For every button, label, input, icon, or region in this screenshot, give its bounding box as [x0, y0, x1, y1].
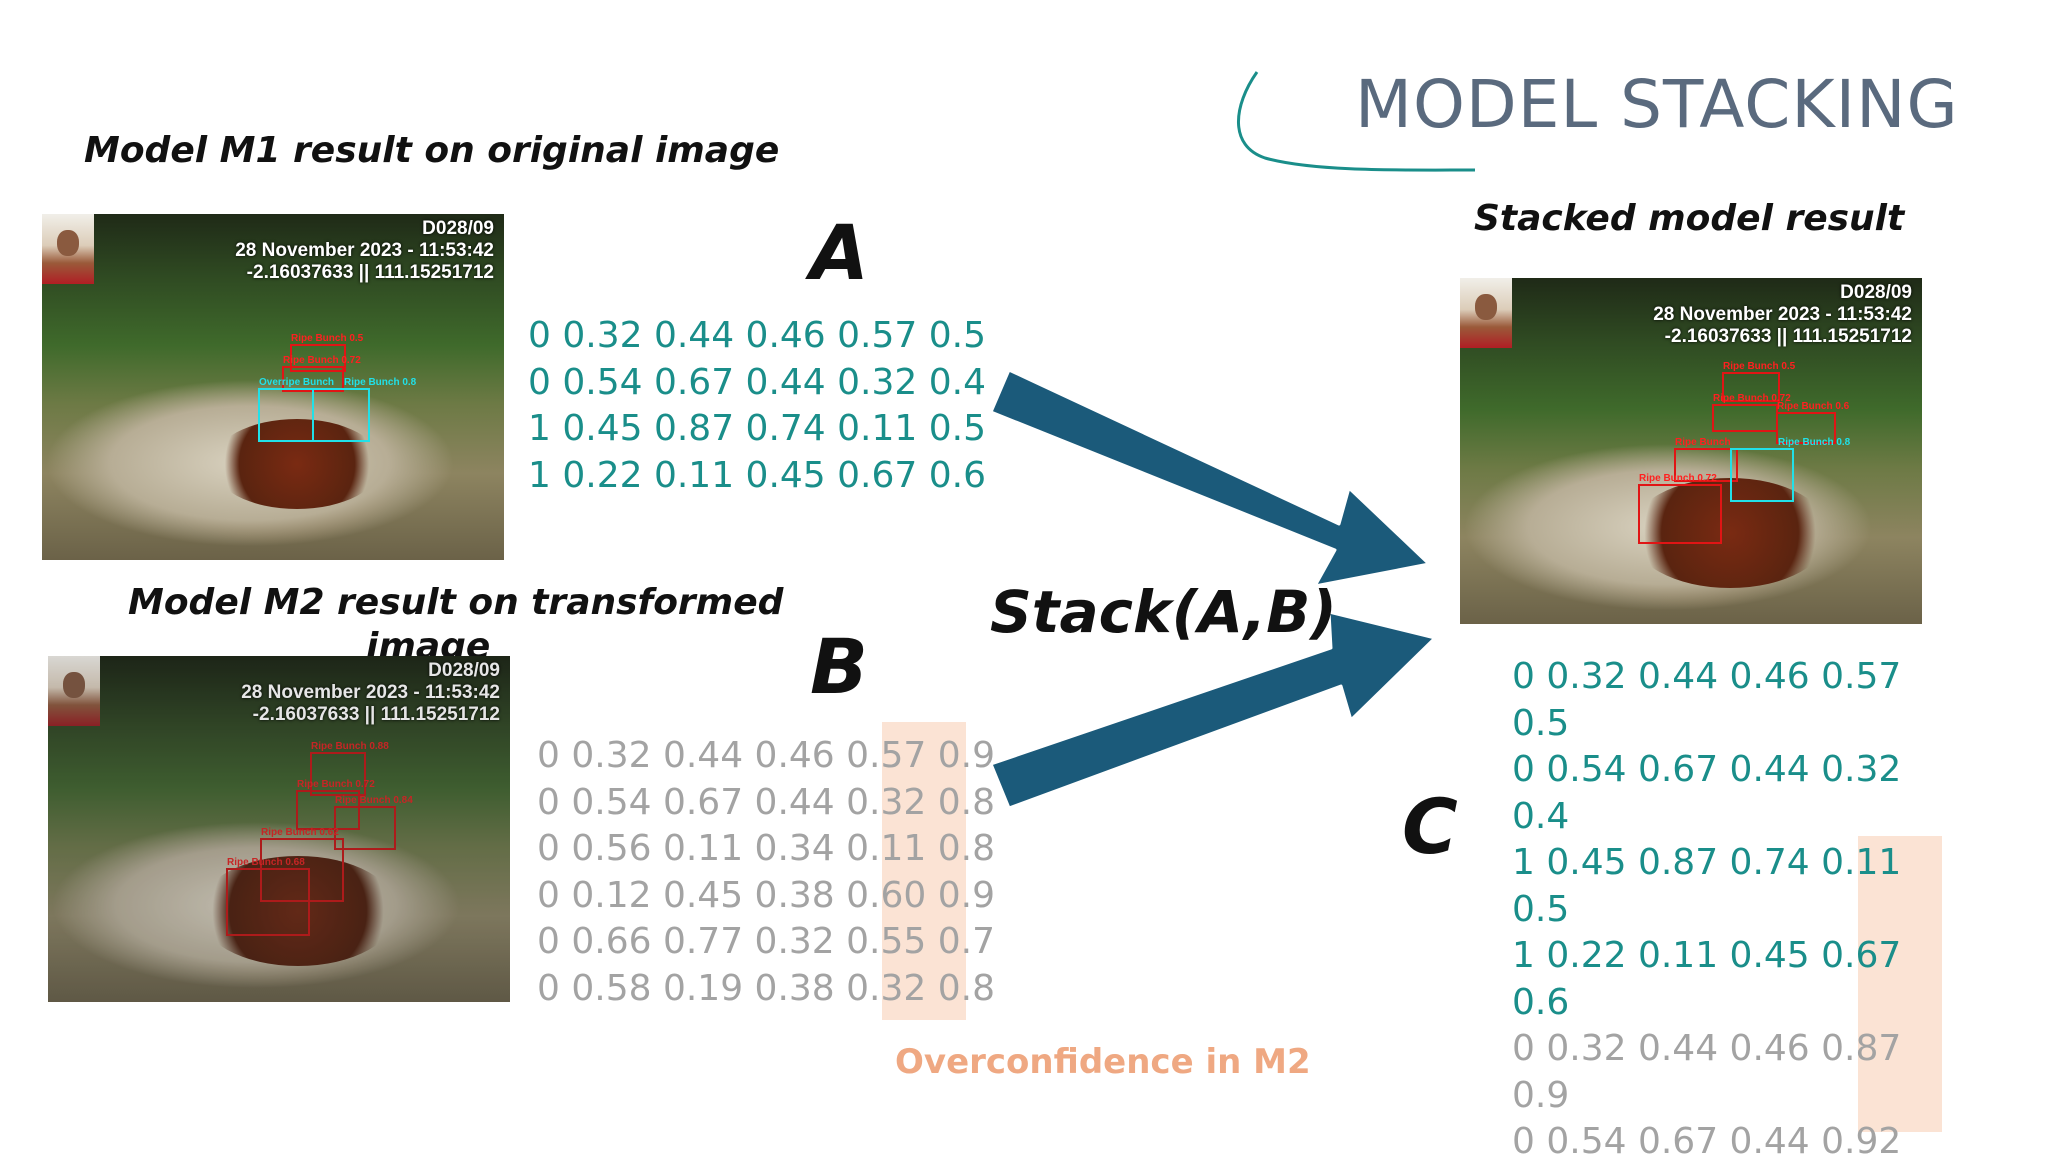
detection-box: Ripe Bunch 0.72: [1712, 393, 1791, 432]
stamp-id: D028/09: [1840, 282, 1912, 303]
matrix-b-row: 0 0.58 0.19 0.38 0.32 0.8: [537, 967, 995, 1009]
matrix-c-row: 0 0.54 0.67 0.44 0.32: [1512, 749, 1902, 790]
detection-box: Ripe Bunch 0.8: [1730, 437, 1850, 502]
stacked-result-photo: D028/09 28 November 2023 - 11:53:42 -2.1…: [1460, 278, 1922, 624]
stamp-coords: -2.16037633 || 111.15251712: [1664, 326, 1912, 347]
detection-box: Ripe Bunch 0.72: [296, 779, 375, 830]
m2-result-photo: D028/09 28 November 2023 - 11:53:42 -2.1…: [48, 656, 510, 1002]
matrix-c-row: 0 0.32 0.44 0.46 0.87: [1512, 1028, 1902, 1069]
detection-box: Ripe Bunch 0.5: [290, 333, 363, 372]
stamp-datetime: 28 November 2023 - 11:53:42: [235, 240, 494, 261]
detection-box: Overripe Bunch: [258, 377, 334, 442]
matrix-c-row: 1 0.22 0.11 0.45 0.67: [1512, 935, 1902, 976]
detection-box: Ripe Bunch 0.88: [310, 741, 389, 796]
photo-stamp: D028/09 28 November 2023 - 11:53:42 -2.1…: [241, 660, 500, 726]
matrix-a-row: 1 0.45 0.87 0.74 0.11 0.5: [528, 408, 986, 449]
detection-box: Ripe Bunch 0.8: [312, 377, 416, 442]
matrix-c-confidence-highlight: [1858, 836, 1942, 1132]
matrix-b: 0 0.32 0.44 0.46 0.57 0.9 0 0.54 0.67 0.…: [537, 733, 995, 1012]
matrix-a-letter: A: [810, 208, 869, 297]
detection-box: Ripe Bunch 0.84: [334, 795, 413, 850]
detection-box: Ripe Bunch 0.5: [1722, 361, 1795, 402]
stacked-caption: Stacked model result: [1474, 198, 1905, 239]
stamp-id: D028/09: [422, 218, 494, 239]
title-swoosh-decoration: [1237, 71, 1476, 172]
matrix-b-row: 0 0.12 0.45 0.38 0.60 0.9: [537, 874, 995, 916]
avatar: [1460, 278, 1512, 348]
page-title: MODEL STACKING: [1355, 66, 1959, 143]
matrix-c: 0 0.32 0.44 0.46 0.57 0.5 0 0.54 0.67 0.44…: [1512, 654, 1912, 1166]
matrix-c-row-continuation: 0.4: [1512, 795, 1570, 837]
overconfidence-note: Overconfidence in M2: [895, 1042, 1311, 1082]
matrix-c-row-continuation: 0.5: [1512, 702, 1570, 744]
matrix-a-row: 0 0.54 0.67 0.44 0.32 0.4: [528, 361, 986, 403]
photo-stamp: D028/09 28 November 2023 - 11:53:42 -2.1…: [235, 218, 494, 284]
stamp-coords: -2.16037633 || 111.15251712: [246, 262, 494, 283]
matrix-c-row: 0 0.54 0.67 0.44 0.92: [1512, 1121, 1902, 1162]
detection-box: Ripe Bunch: [1674, 437, 1738, 482]
matrix-b-row: 0 0.66 0.77 0.32 0.55 0.7: [537, 921, 995, 962]
matrix-c-row-continuation: 0.9: [1512, 1074, 1570, 1116]
matrix-a: 0 0.32 0.44 0.46 0.57 0.5 0 0.54 0.67 0.…: [528, 313, 986, 499]
avatar: [48, 656, 100, 726]
detection-box: Ripe Bunch 0.68: [226, 857, 310, 936]
matrix-c-row: 0 0.32 0.44 0.46 0.57: [1512, 656, 1902, 697]
stamp-id: D028/09: [428, 660, 500, 681]
fruit-heap: [198, 856, 398, 966]
avatar: [42, 214, 94, 284]
matrix-b-row: 0 0.32 0.44 0.46 0.57 0.9: [537, 735, 995, 776]
matrix-b-row: 0 0.54 0.67 0.44 0.32 0.8: [537, 781, 995, 823]
fruit-heap: [212, 419, 382, 509]
detection-box: Ripe Bunch 0.62: [260, 827, 344, 902]
detection-box: Ripe Bunch 0.6: [1776, 401, 1849, 444]
m1-result-photo: D028/09 28 November 2023 - 11:53:42 -2.1…: [42, 214, 504, 560]
matrix-a-row: 0 0.32 0.44 0.46 0.57 0.5: [528, 315, 986, 356]
matrix-a-row: 1 0.22 0.11 0.45 0.67 0.6: [528, 454, 986, 496]
matrix-b-confidence-highlight: [882, 722, 966, 1020]
stamp-datetime: 28 November 2023 - 11:53:42: [1653, 304, 1912, 325]
photo-stamp: D028/09 28 November 2023 - 11:53:42 -2.1…: [1653, 282, 1912, 348]
matrix-c-letter: C: [1402, 782, 1458, 871]
stack-label: Stack(A,B): [990, 578, 1337, 646]
matrix-c-row-continuation: 0.5: [1512, 888, 1570, 930]
matrix-c-row: 1 0.45 0.87 0.74 0.11: [1512, 842, 1902, 883]
arrow-b-to-c: [989, 610, 1437, 810]
arrow-a-to-c: [989, 368, 1431, 588]
detection-box: Ripe Bunch 0.72: [1638, 473, 1722, 544]
matrix-b-row: 0 0.56 0.11 0.34 0.11 0.8: [537, 828, 995, 869]
m1-caption: Model M1 result on original image: [84, 130, 780, 171]
matrix-b-letter: B: [810, 622, 868, 711]
matrix-c-row-continuation: 0.6: [1512, 981, 1570, 1023]
stamp-datetime: 28 November 2023 - 11:53:42: [241, 682, 500, 703]
stamp-coords: -2.16037633 || 111.15251712: [252, 704, 500, 725]
m2-caption-line1: Model M2 result on transformed: [128, 582, 784, 623]
